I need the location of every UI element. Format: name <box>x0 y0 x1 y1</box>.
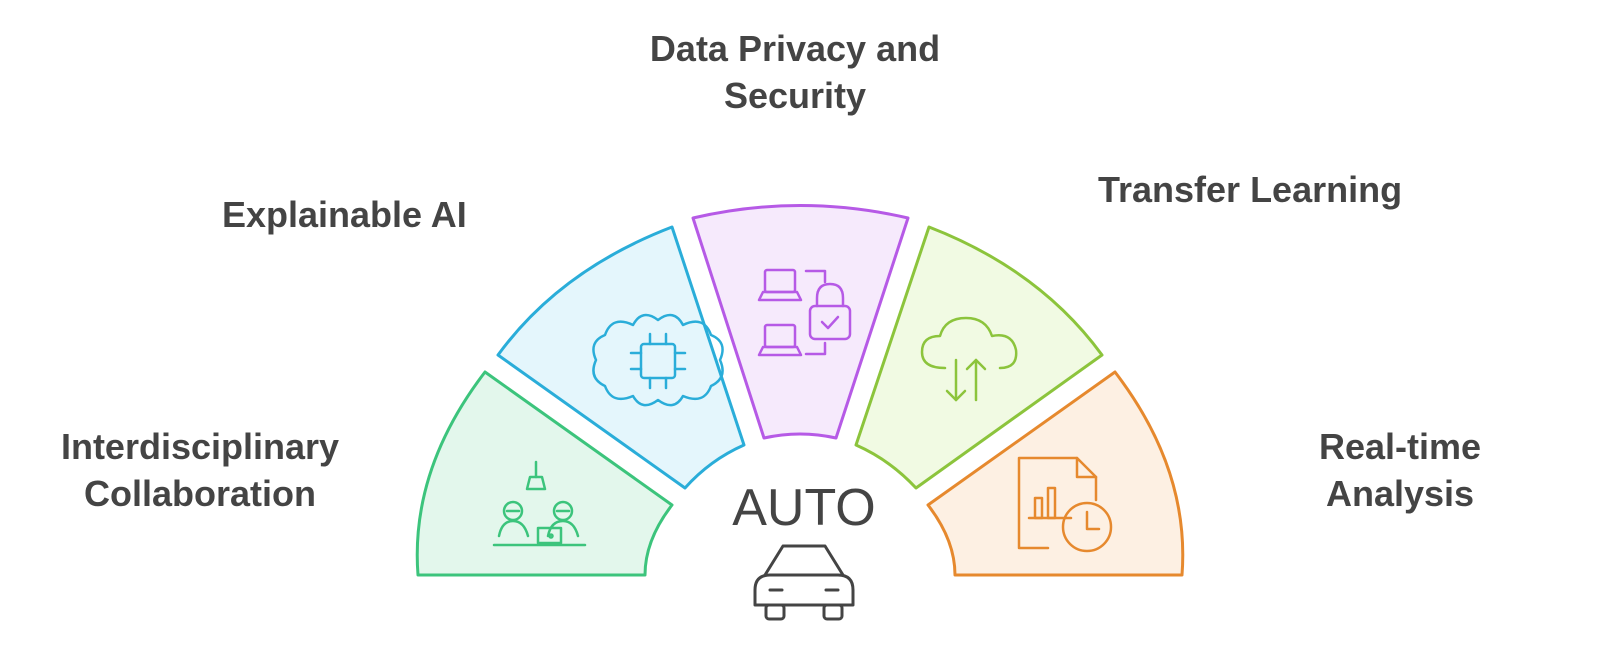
label-transfer-learning: Transfer Learning <box>1098 166 1402 213</box>
team-collaboration-icon <box>492 460 587 547</box>
label-line: Real-time <box>1318 426 1482 467</box>
report-clock-icon <box>1017 456 1113 553</box>
label-line: Collaboration <box>84 473 316 514</box>
segment-transfer-learning <box>854 225 1104 490</box>
cloud-transfer-icon <box>920 316 1018 402</box>
brain-chip-icon <box>592 313 724 407</box>
label-explainable-ai: Explainable AI <box>222 191 467 238</box>
label-line: Security <box>723 75 867 116</box>
segment-realtime-analysis <box>926 370 1185 577</box>
segment-explainable-ai <box>496 225 746 490</box>
label-line: Interdisciplinary <box>60 426 340 467</box>
label-line: Transfer Learning <box>1098 169 1403 210</box>
segment-data-privacy <box>691 204 910 440</box>
center-label: AUTO <box>732 479 876 537</box>
label-data-privacy-security: Data Privacy and Security <box>640 25 950 119</box>
label-interdisciplinary-collaboration: Interdisciplinary Collaboration <box>55 423 345 517</box>
segment-collaboration <box>415 370 674 577</box>
secure-devices-lock-icon <box>757 268 852 357</box>
car-icon <box>753 544 855 621</box>
label-line: Explainable AI <box>222 194 467 235</box>
label-realtime-analysis: Real-time Analysis <box>1300 423 1500 517</box>
label-line: Analysis <box>1325 473 1475 514</box>
label-line: Data Privacy and <box>649 28 941 69</box>
